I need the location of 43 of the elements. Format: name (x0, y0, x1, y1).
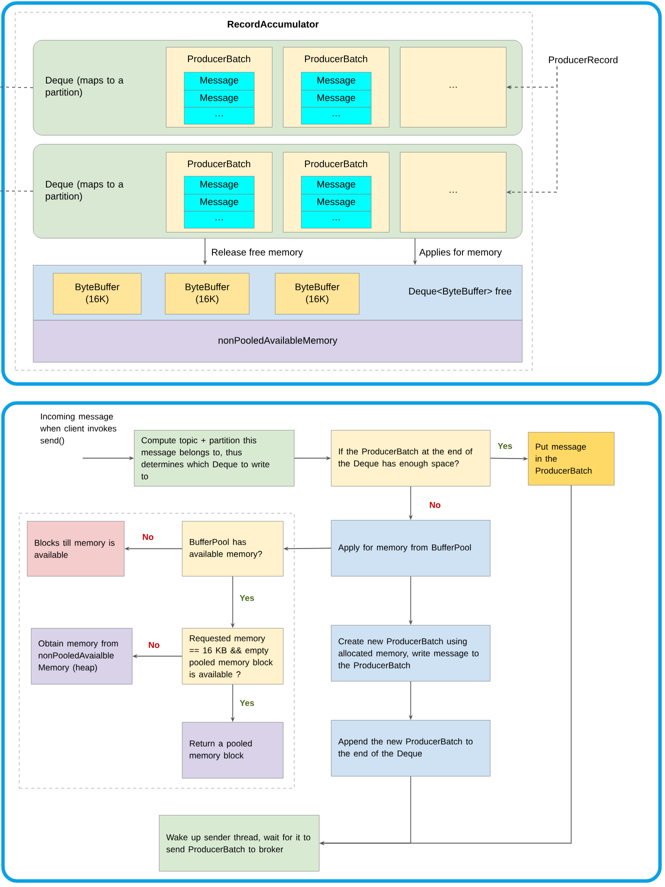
buffer-box: ByteBuffer (16K) (275, 273, 360, 314)
decision-box: If the ProducerBatch at the end of the Deque has enough space? (331, 430, 490, 486)
message-cell: … (184, 107, 254, 124)
buffer-box: ByteBuffer (16K) (53, 273, 142, 314)
connector-line (0, 190, 34, 192)
edge-label: Yes (496, 442, 514, 450)
edge-label: No (147, 641, 161, 649)
message-cell: Message (184, 176, 254, 194)
process-box: Wake up sender thread, wait for it to send ProducerBatch to broker (159, 815, 320, 872)
batch-box: … (400, 47, 506, 128)
message-cell: Message (301, 176, 372, 194)
message-cell: Message (301, 72, 372, 90)
edge-label: No (428, 501, 442, 509)
process-box: Create new ProducerBatch using allocated memory, write message to the ProducerBatch (331, 625, 490, 682)
process-box: Compute topic + partition this message belongs to, thus determines which Deque to write to (134, 430, 294, 486)
process-box: Apply for memory from BufferPool (331, 520, 490, 576)
process-box: Return a pooled memory block (182, 722, 284, 778)
connector-line (0, 86, 34, 88)
text-label: ProducerRecord (549, 56, 618, 64)
batch-box: … (400, 152, 506, 232)
edge-label: No (141, 533, 155, 541)
decision-box: Requested memory == 16 KB && empty pooled memory block is available ? (182, 628, 284, 684)
decision-box: BufferPool has available memory? (182, 521, 284, 576)
edge-label: Yes (238, 594, 256, 602)
process-box: Obtain memory from nonPooledAvaialble Memory (heap) (31, 628, 132, 684)
edge-label: Yes (238, 699, 256, 707)
edge-label: Applies for memory (418, 248, 503, 258)
message-cell: Message (184, 194, 254, 212)
process-box: Blocks till memory is available (27, 521, 124, 576)
message-cell: … (184, 211, 254, 228)
message-cell: Message (184, 90, 254, 108)
text-label: Incoming message when client invokes send() (40, 413, 116, 446)
message-cell: … (301, 107, 372, 124)
message-cell: Message (301, 194, 372, 212)
message-cell: Message (301, 90, 372, 108)
edge-label: Release free memory (210, 248, 304, 258)
buffer-box: ByteBuffer (16K) (165, 273, 250, 314)
process-box: Append the new ProducerBatch to the end of the Deque (331, 720, 490, 776)
memory-band: nonPooledAvailableMemory (33, 320, 522, 362)
message-cell: … (301, 211, 372, 228)
dashed-group-box (19, 513, 294, 788)
process-box: Put message in the ProducerBatch (528, 432, 614, 486)
message-cell: Message (184, 72, 254, 90)
